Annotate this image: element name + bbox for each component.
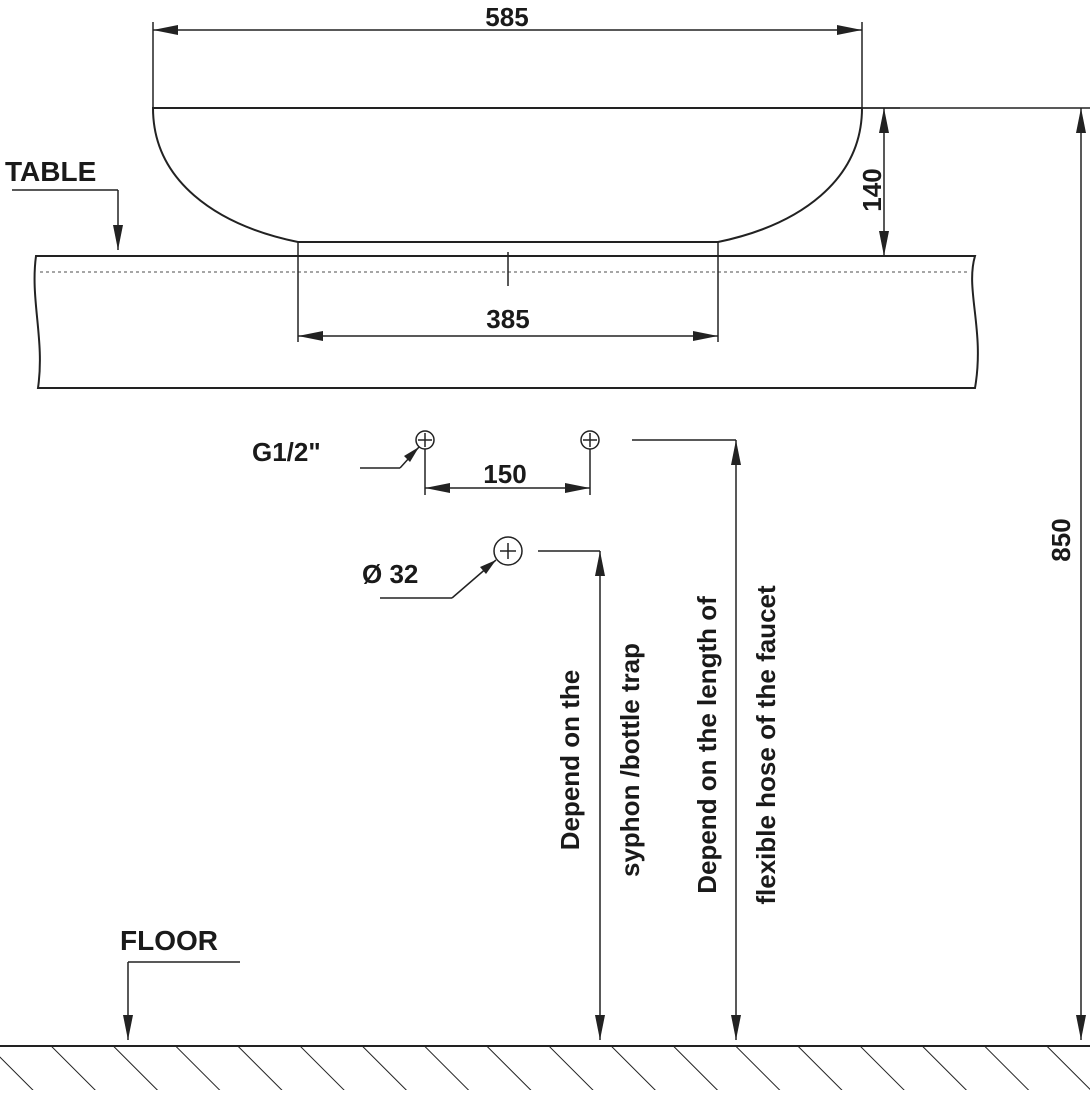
valve-thread-label: G1/2"	[252, 437, 321, 467]
dimension-150	[424, 449, 591, 495]
hose-note-line1: Depend on the length of	[692, 596, 722, 894]
drain-diameter-label: Ø 32	[362, 559, 418, 589]
valve-spacing-label: 150	[483, 459, 526, 489]
dimension-850	[862, 107, 1090, 1040]
basin	[151, 107, 864, 256]
basin-width-label: 585	[485, 2, 528, 32]
basin-base-width-label: 385	[486, 304, 529, 334]
hose-note-line2: flexible hose of the faucet	[751, 585, 781, 905]
drain-diameter-leader	[380, 559, 497, 599]
table-countertop	[33, 252, 979, 389]
syphon-note-line2: syphon /bottle trap	[615, 643, 645, 877]
valve-height-dimension	[632, 439, 741, 1040]
table-label: TABLE	[5, 156, 96, 187]
basin-height-label: 140	[857, 168, 887, 211]
floor-leader	[123, 961, 240, 1040]
dimension-585	[152, 22, 863, 108]
syphon-note-line1: Depend on the	[555, 670, 585, 851]
dimension-385	[298, 331, 718, 341]
valve-connector-right	[580, 430, 600, 450]
drain-connector	[493, 536, 523, 566]
total-height-label: 850	[1046, 518, 1076, 561]
table-leader	[12, 189, 123, 250]
floor	[0, 1045, 1090, 1090]
floor-label: FLOOR	[120, 925, 218, 956]
drain-height-dimension	[538, 550, 605, 1040]
valve-thread-leader	[360, 446, 420, 469]
valve-connector-left	[415, 430, 435, 450]
